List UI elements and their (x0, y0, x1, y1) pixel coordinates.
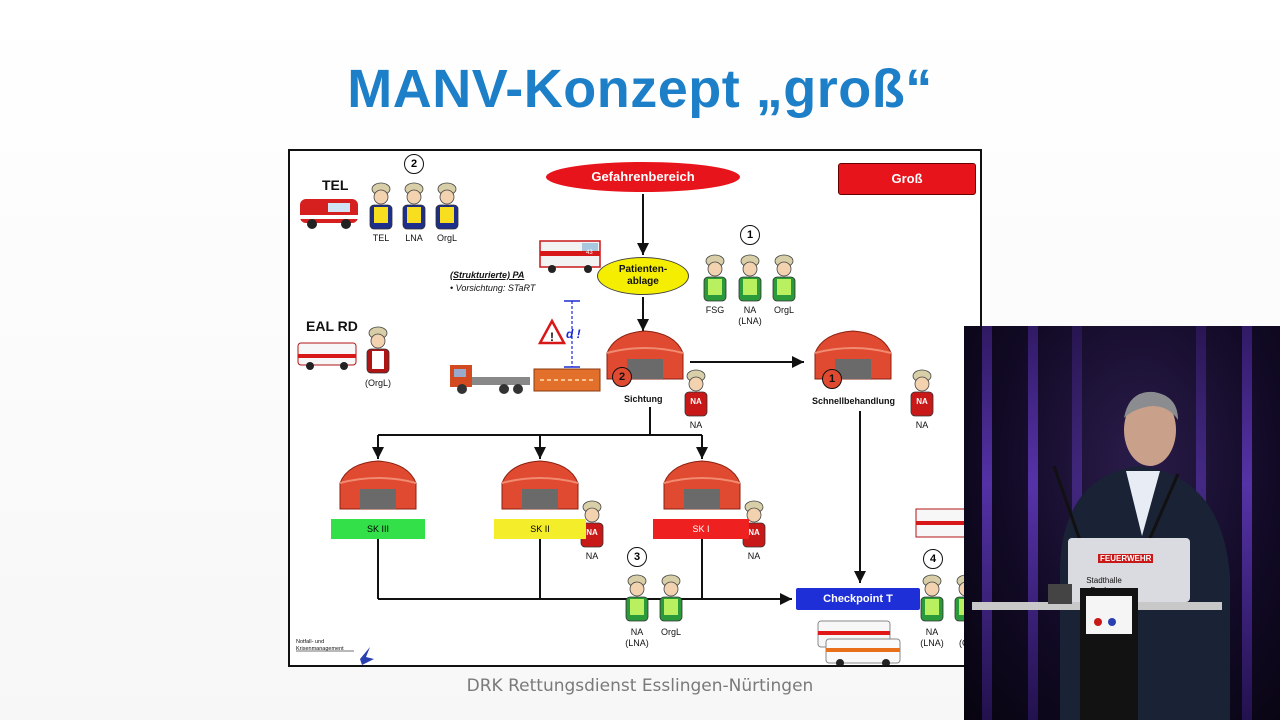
role-tel: TEL (372, 233, 390, 243)
sk3-tent-icon (339, 460, 417, 510)
na-sichtung-label: NA (689, 420, 703, 430)
tel-vehicle-icon (300, 199, 358, 229)
na-lna-bottom-person-icon (625, 574, 649, 622)
na-lna-person-icon (738, 254, 762, 302)
lna-person-icon (402, 182, 426, 230)
patient-area-line2: ablage (627, 276, 659, 287)
slide-title: MANV-Konzept „groß“ (347, 59, 933, 119)
patient-area-label: Patienten- ablage (597, 257, 689, 295)
fsg-person-icon (703, 254, 727, 302)
orgl-person-icon (435, 182, 459, 230)
stage-light (982, 326, 992, 720)
circle-1-schnell: 1 (822, 369, 842, 389)
tel-person-icon (369, 182, 393, 230)
size-label: Groß (838, 163, 976, 195)
ambulance-number: 43 (586, 250, 593, 256)
warning-icon (537, 318, 567, 345)
sk1-tent-icon (663, 460, 741, 510)
na-sk1-label: NA (747, 551, 761, 561)
na-sichtung-person-icon (684, 369, 708, 417)
laptop-sticker: FEUERWEHR (1098, 554, 1154, 563)
logo-icon (360, 647, 374, 665)
slide-footer: DRK Rettungsdienst Esslingen-Nürtingen (466, 676, 814, 696)
manv-diagram: NA (288, 149, 982, 667)
role-lna: LNA (405, 233, 423, 243)
orgl-bottom-person-icon (659, 574, 683, 622)
orgl-pa-person-icon (772, 254, 796, 302)
sk2-tent-icon (501, 460, 579, 510)
role-orgl-eal: (OrgL) (364, 378, 391, 388)
role-fsg: FSG (705, 305, 725, 315)
pre-triage-label: • Vorsichtung: STaRT (450, 283, 536, 293)
schnellbehandlung-label: Schnellbehandlung (812, 396, 896, 406)
eal-vehicle-icon (297, 342, 357, 370)
ambulances-checkpoint-icon (817, 620, 901, 665)
circle-3-bottom: 3 (627, 547, 647, 567)
svg-text:!: ! (550, 330, 554, 344)
structured-pa-label: (Strukturierte) PA (450, 270, 525, 280)
sk1-bar: SK I (653, 519, 749, 539)
podium-sign: Stadthalle Buchen (1086, 576, 1122, 595)
speaker-figure (972, 391, 1230, 720)
sichtung-label: Sichtung (624, 394, 663, 404)
speaker-video: FEUERWEHR Stadthalle Buchen (964, 326, 1280, 720)
role-orgl-bottom: OrgL (660, 627, 681, 637)
stage-light (1242, 326, 1252, 720)
circle-2-sichtung: 2 (612, 367, 632, 387)
sk2-bar: SK II (494, 519, 586, 539)
na-sk2-label: NA (585, 551, 599, 561)
na-lna-checkpoint-person-icon (920, 574, 944, 622)
checkpoint-label: Checkpoint T (796, 588, 920, 610)
role-orgl: OrgL (436, 233, 457, 243)
circle-1-pa: 1 (740, 225, 760, 245)
patient-area-line1: Patienten- (618, 264, 668, 275)
circle-2-top: 2 (404, 154, 424, 174)
circle-4-checkpoint: 4 (923, 549, 943, 569)
na-schnell-label: NA (915, 420, 929, 430)
stage-light (1028, 326, 1038, 720)
tel-label: TEL (322, 177, 349, 193)
diagram-graphics: NA (296, 182, 978, 665)
warning-distance-label: d ! (566, 327, 581, 341)
role-na-lna-bottom: NA (LNA) (625, 627, 649, 648)
na-schnell-person-icon (910, 369, 934, 417)
logo-text: Notfall- und Krisenmanagement (296, 639, 344, 652)
role-na-lna: NA (LNA) (738, 305, 762, 326)
eal-rd-label: EAL RD (306, 318, 358, 334)
truck-icon (450, 365, 601, 394)
ambulance-top-icon (539, 240, 601, 273)
role-orgl-pa: OrgL (773, 305, 794, 315)
role-na-lna-checkpoint: NA (LNA) (920, 627, 944, 648)
eal-orgl-person-icon (366, 326, 390, 374)
sk3-bar: SK III (331, 519, 425, 539)
danger-zone-label: Gefahrenbereich (546, 162, 740, 192)
